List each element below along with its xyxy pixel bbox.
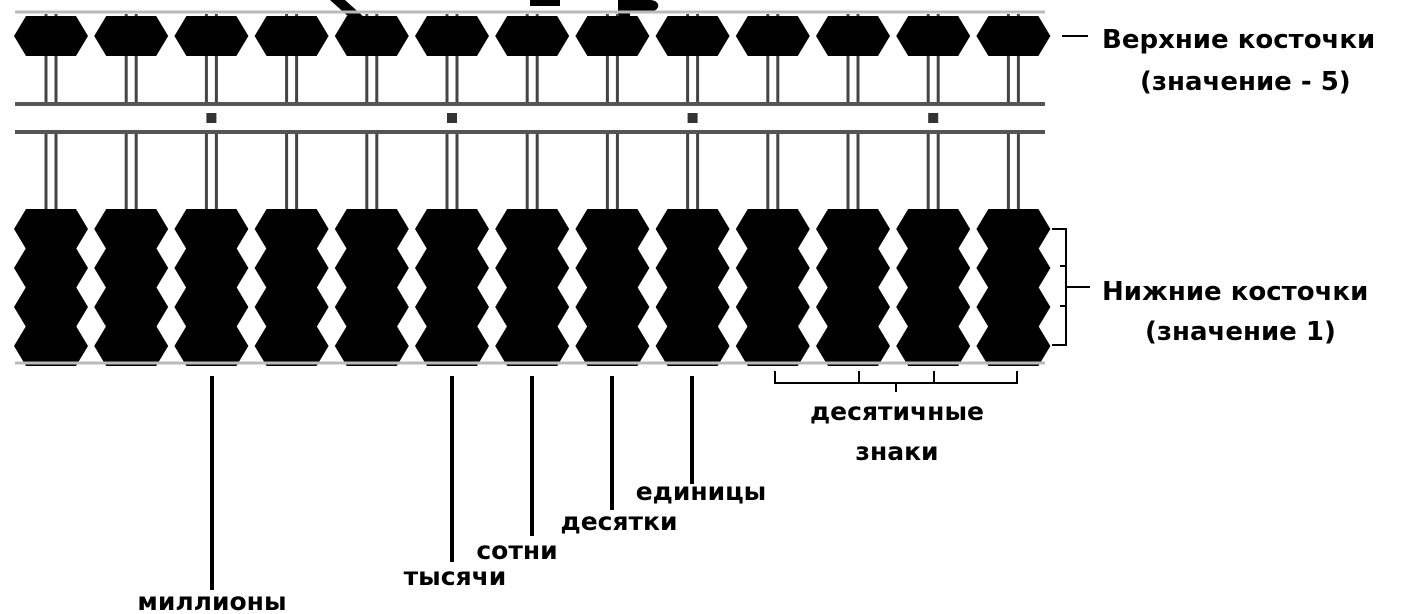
lower-bead [14,248,88,288]
lower-bead [174,287,249,327]
cropped-title-fragment [330,0,659,18]
lower-beads-label: Нижние косточки [1102,277,1368,307]
decimals-label-line2: знаки [855,437,938,466]
upper-bead [94,16,169,56]
lower-bead [334,287,409,327]
millions-label: миллионы [137,587,286,614]
lower-bead [896,326,971,366]
lower-bead [94,209,169,249]
lower-bead [816,248,890,288]
lower-bead [816,287,890,327]
lower-bead [896,248,971,288]
lower-bead [735,326,810,366]
lower-bead [415,287,489,327]
lower-bead [334,326,409,366]
lower-beads-value: (значение 1) [1145,317,1336,347]
tens-label: десятки [561,507,678,536]
lower-bead [655,248,730,288]
reckoning-bar [15,102,1045,134]
lower-bead [174,248,249,288]
decimals-label-line1: десятичные [810,397,984,426]
thousands-label: тысячи [404,562,507,591]
lower-bead [976,326,1051,366]
upper-bead [896,16,971,56]
lower-bead [495,248,570,288]
upper-bead [495,16,570,56]
lower-bead [495,287,570,327]
lower-bead [334,209,409,249]
lower-bead [575,209,650,249]
lower-bead [495,326,570,366]
lower-bead [254,248,329,288]
lower-bead [575,287,650,327]
lower-bead [655,326,730,366]
upper-bead [14,16,88,56]
upper-bead [415,16,489,56]
lower-bead [655,209,730,249]
lower-bead [415,248,489,288]
lower-beads-bracket [1052,228,1090,346]
lower-bead [976,209,1051,249]
unit-dots [206,113,939,123]
lower-bead [816,209,890,249]
lower-bead [735,248,810,288]
decimals-bracket [774,371,1018,392]
lower-bead [735,209,810,249]
lower-bead [655,287,730,327]
lower-bead [735,287,810,327]
upper-bead [816,16,890,56]
upper-bead [174,16,249,56]
upper-bead [334,16,409,56]
lower-bead [94,287,169,327]
lower-bead [254,209,329,249]
lower-beads [14,209,1051,366]
upper-beads-label: Верхние косточки [1102,25,1375,55]
lower-bead [254,326,329,366]
lower-bead [254,287,329,327]
place-leaders [210,376,694,590]
lower-bead [495,209,570,249]
units-label: единицы [636,477,767,506]
unit-dot [447,113,457,123]
lower-bead [816,326,890,366]
lower-bead [14,209,88,249]
upper-bead [575,16,650,56]
lower-bead [415,326,489,366]
lower-bead [174,326,249,366]
lower-bead [896,209,971,249]
lower-bead [575,326,650,366]
upper-bead [254,16,329,56]
upper-bead [655,16,730,56]
lower-bead [575,248,650,288]
unit-dot [687,113,698,123]
lower-bead [14,326,88,366]
lower-bead [174,209,249,249]
upper-bead [735,16,810,56]
lower-bead [94,248,169,288]
hundreds-label: сотни [476,536,557,565]
lower-bead [14,287,88,327]
upper-bead [976,16,1051,56]
lower-bead [94,326,169,366]
unit-dot [206,113,217,123]
lower-bead [415,209,489,249]
lower-bead [976,248,1051,288]
upper-beads [14,16,1051,56]
unit-dot [928,113,939,123]
lower-bead [334,248,409,288]
upper-beads-value: (значение - 5) [1140,67,1351,97]
lower-bead [976,287,1051,327]
lower-bead [896,287,971,327]
